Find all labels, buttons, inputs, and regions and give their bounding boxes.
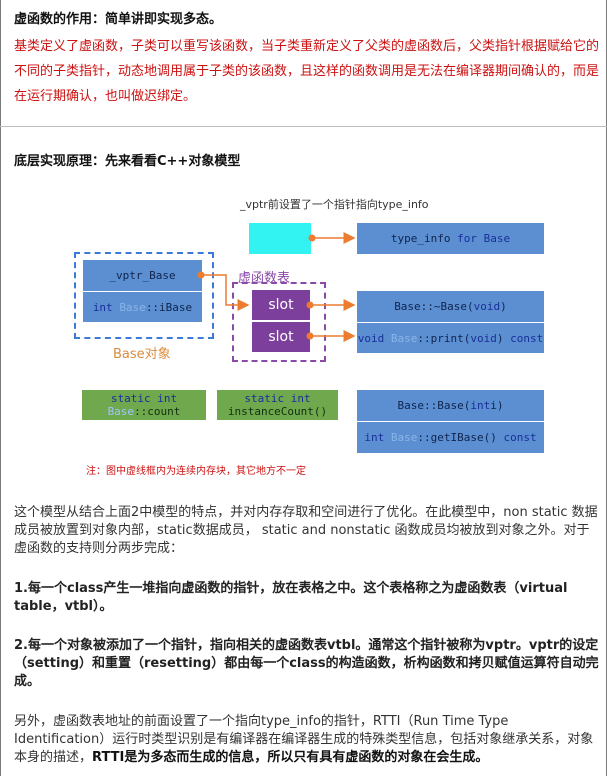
- type-info-box: type_info for Base: [357, 223, 544, 254]
- getibase-box: int Base::getIBase() const: [357, 422, 544, 453]
- ibase-class: Base: [119, 300, 146, 314]
- arrow-vptr-to-vtbl: [197, 271, 250, 311]
- base-object-label: Base对象: [113, 347, 171, 362]
- heading-virtual-function-purpose: 虚函数的作用：简单讲即实现多态。: [14, 12, 223, 27]
- type-info-class-name: Base: [483, 232, 511, 245]
- arrow-type-info: [308, 232, 356, 244]
- getibase-class: Base: [390, 431, 418, 444]
- print-close: ): [496, 331, 504, 345]
- ibase-type: int: [92, 300, 113, 314]
- dtor-param: void: [473, 300, 501, 313]
- print-name: ::print(: [417, 331, 471, 345]
- print-param: void: [470, 331, 497, 345]
- static-instance-name: instanceCount(): [227, 405, 328, 418]
- point-2-paragraph: 2.每一个对象被添加了一个指针，指向相关的虚函数表vtbl。通常这个指针被称为v…: [14, 638, 599, 689]
- print-const: const: [510, 331, 544, 345]
- vtbl-slot-1: slot: [252, 290, 310, 320]
- static-count-box: static int Base::count: [82, 390, 206, 420]
- ibase-member-box: int Base::iBase: [83, 291, 202, 322]
- ctor-name: Base::Base(: [397, 399, 471, 412]
- arrow-slot1-to-dtor: [306, 299, 356, 311]
- vptr-note: _vptr前设置了一个指针指向type_info: [240, 198, 429, 211]
- dtor-close: ): [500, 300, 507, 313]
- heading-implementation-principle: 底层实现原理：先来看看C++对象模型: [14, 154, 241, 169]
- type-info-text: type_info: [390, 232, 451, 245]
- ctor-param: i): [490, 399, 504, 412]
- constructor-box: Base::Base(int i): [357, 390, 544, 421]
- destructor-box: Base::~Base(void): [357, 291, 544, 322]
- left-border: [0, 0, 1, 776]
- print-return-type: void: [357, 331, 385, 345]
- static-instance-count-box: static int instanceCount(): [217, 390, 338, 420]
- slot-1-text: slot: [268, 297, 294, 313]
- rtti-text: 另外，虚函数表地址的前面设置了一个指向type_info的指针，RTTI（Run…: [14, 714, 594, 765]
- vptr-base-text: _vptr_Base: [109, 269, 176, 282]
- section-divider: [0, 126, 607, 127]
- rtti-bold-text: RTTI是为多态而生成的信息，所以只有具有虚函数的对象在会生成。: [92, 750, 489, 765]
- dtor-name: Base::~Base(: [394, 300, 474, 313]
- getibase-const: const: [503, 431, 537, 444]
- type-info-pointer-box: [249, 223, 311, 254]
- diagram-note: 注：图中虚线框内为连续内存块，其它地方不一定: [86, 466, 306, 477]
- static-count-name: ::count: [134, 405, 181, 418]
- ctor-param-type: int: [470, 399, 491, 412]
- rtti-paragraph: 另外，虚函数表地址的前面设置了一个指向type_info的指针，RTTI（Run…: [14, 713, 600, 767]
- cpp-object-model-diagram: _vptr前设置了一个指针指向type_info type_info for B…: [0, 185, 607, 490]
- static-count-class: Base: [107, 405, 135, 418]
- slot-2-text: slot: [268, 329, 294, 345]
- virtual-function-description: 基类定义了虚函数，子类可以重写该函数，当子类重新定义了父类的虚函数后，父类指针根…: [14, 39, 600, 104]
- print-class: Base: [390, 331, 418, 345]
- static-instance-type: static int: [244, 392, 311, 405]
- point-1-paragraph: 1.每一个class产生一堆指向虚函数的指针，放在表格之中。这个表格称之为虚函数…: [14, 581, 568, 614]
- object-model-paragraph: 这个模型从结合上面2中模型的特点，并对内存存取和空间进行了优化。在此模型中，no…: [14, 505, 598, 556]
- diagram-arrows: [197, 232, 356, 342]
- arrow-slot2-to-print: [306, 330, 356, 342]
- getibase-return-type: int: [364, 431, 385, 444]
- vtbl-memory-block: [232, 282, 326, 362]
- print-function-box: void Base::print(void) const: [357, 322, 544, 353]
- type-info-for-keyword: for: [457, 232, 477, 245]
- vtbl-slot-2: slot: [252, 322, 310, 352]
- ibase-member: ::iBase: [145, 300, 193, 314]
- base-object-memory-block: [74, 252, 214, 339]
- vptr-base-box: _vptr_Base: [83, 260, 202, 291]
- getibase-name: ::getIBase(): [417, 431, 497, 444]
- static-count-type: static int: [110, 392, 178, 405]
